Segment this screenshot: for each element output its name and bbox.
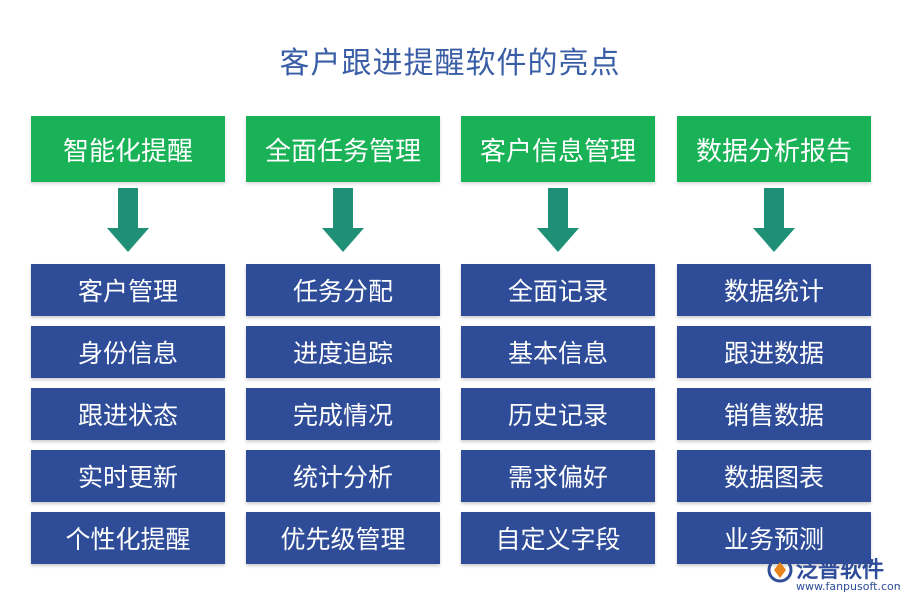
list-item: 完成情况 [246,388,440,440]
list-item: 跟进数据 [677,326,871,378]
list-item: 实时更新 [31,450,225,502]
logo-url: www.fanpusoft.com [796,580,900,593]
list-item: 跟进状态 [31,388,225,440]
column-3: 客户信息管理 全面记录 基本信息 历史记录 需求偏好 自定义字段 [461,116,655,574]
diagram-title: 客户跟进提醒软件的亮点 [279,46,621,81]
list-item: 优先级管理 [246,512,440,564]
down-arrow-icon [677,182,871,264]
list-item: 任务分配 [246,264,440,316]
list-item: 个性化提醒 [31,512,225,564]
list-item: 客户管理 [31,264,225,316]
list-item: 统计分析 [246,450,440,502]
down-arrow-icon [246,182,440,264]
column-4: 数据分析报告 数据统计 跟进数据 销售数据 数据图表 业务预测 [677,116,871,574]
down-arrow-icon [461,182,655,264]
fanpu-logo-icon [767,557,793,583]
column-heading: 客户信息管理 [461,116,655,182]
list-item: 进度追踪 [246,326,440,378]
list-item: 需求偏好 [461,450,655,502]
column-1: 智能化提醒 客户管理 身份信息 跟进状态 实时更新 个性化提醒 [31,116,225,574]
down-arrow-icon [31,182,225,264]
list-item: 历史记录 [461,388,655,440]
brand-logo: 泛普软件 www.fanpusoft.com [766,552,900,596]
list-item: 全面记录 [461,264,655,316]
list-item: 身份信息 [31,326,225,378]
list-item: 基本信息 [461,326,655,378]
column-heading: 全面任务管理 [246,116,440,182]
logo-name: 泛普软件 [796,558,885,583]
list-item: 自定义字段 [461,512,655,564]
list-item: 销售数据 [677,388,871,440]
list-item: 业务预测 [677,512,871,564]
list-item: 数据统计 [677,264,871,316]
column-2: 全面任务管理 任务分配 进度追踪 完成情况 统计分析 优先级管理 [246,116,440,574]
list-item: 数据图表 [677,450,871,502]
column-heading: 数据分析报告 [677,116,871,182]
column-heading: 智能化提醒 [31,116,225,182]
